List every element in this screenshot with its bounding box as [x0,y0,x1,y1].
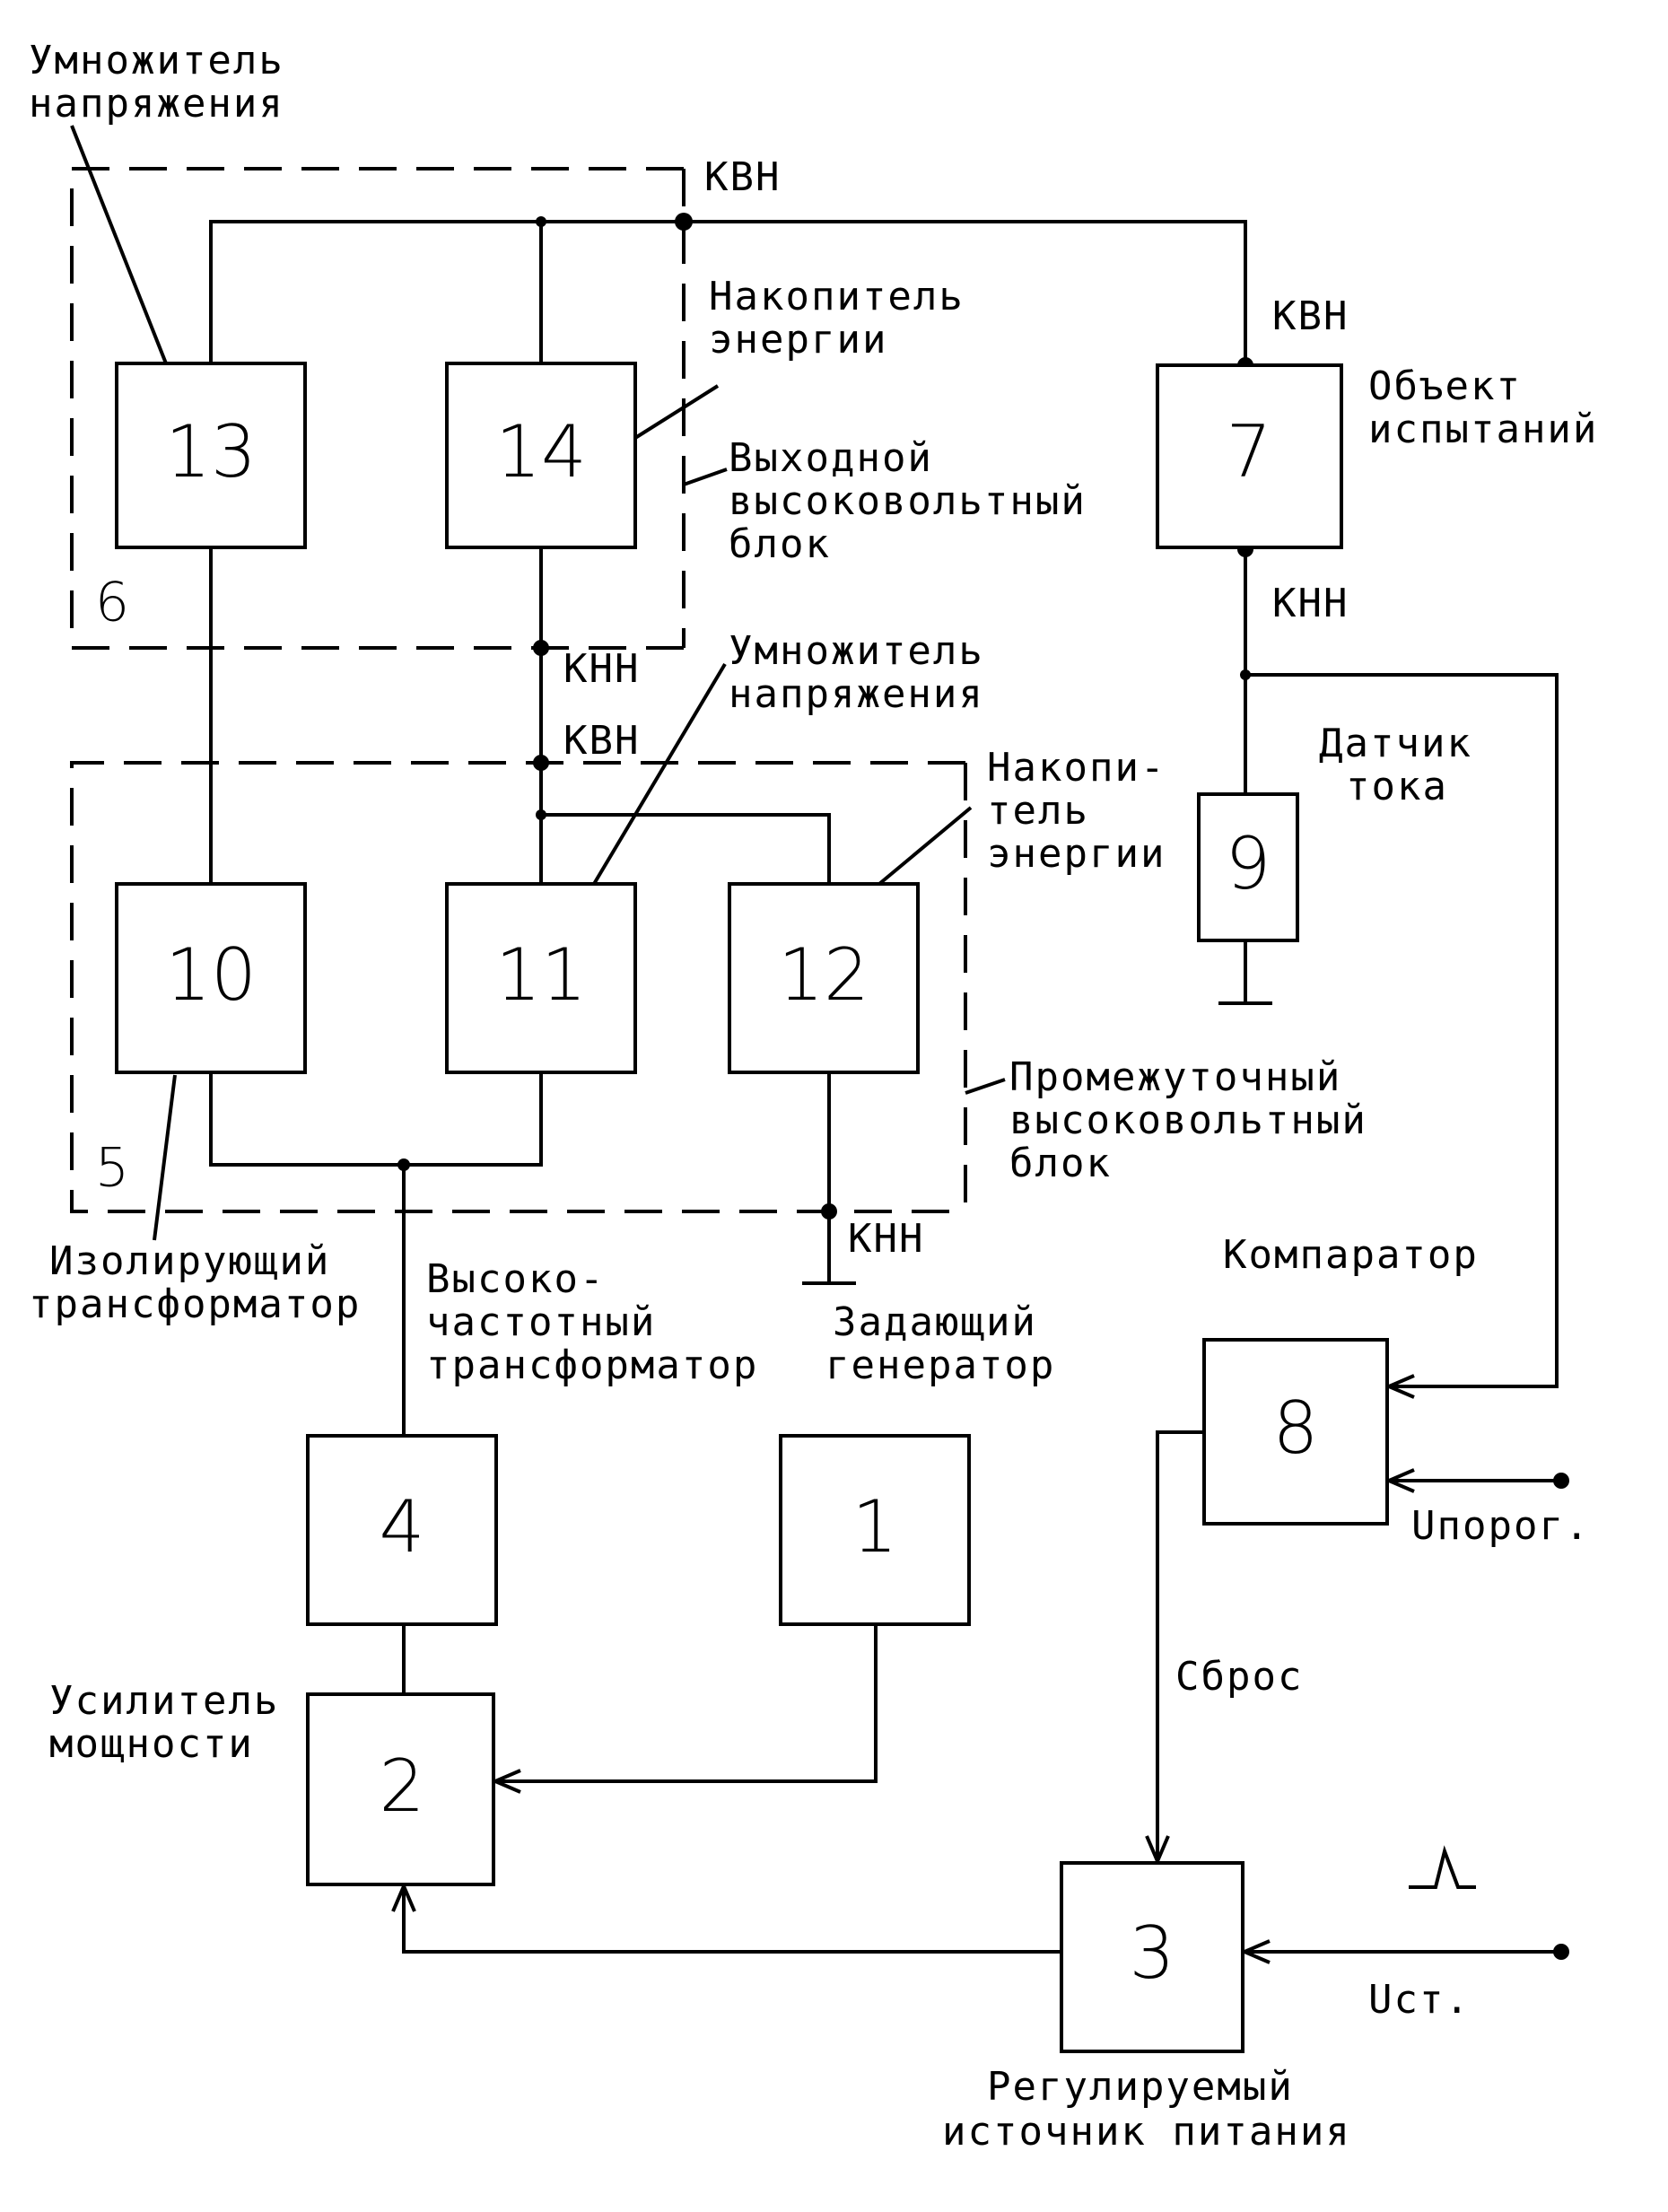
label-output-block-3: блок [729,521,831,567]
label-kvn-top: КВН [704,154,781,200]
label-u-threshold: Uпорог. [1411,1503,1590,1549]
label-comparator: Компаратор [1223,1232,1479,1278]
label-intermediate-block-2: высоковольтный [1009,1097,1367,1143]
svg-text:9: 9 [1226,822,1271,905]
label-master-generator-1: Задающий [833,1299,1037,1345]
label-isolating-1: Изолирующий [49,1238,330,1284]
label-knn-object: КНН [1272,581,1349,626]
block-3: 3 [1061,1863,1243,2051]
label-hf-transformer-1: Высоко- [426,1256,605,1302]
svg-text:4: 4 [380,1485,425,1569]
svg-text:2: 2 [380,1744,425,1828]
svg-text:7: 7 [1227,410,1272,494]
block-8: 8 [1204,1340,1387,1524]
label-hf-transformer-2: частотный [426,1299,656,1345]
label-sensor-2: тока [1346,764,1448,809]
label-kvn-mid: КВН [563,718,640,764]
label-master-generator-2: генератор [825,1342,1055,1388]
svg-text:13: 13 [165,410,257,494]
block-4: 4 [308,1436,496,1624]
label-sensor-1: Датчик [1319,721,1472,766]
block-14: 14 [447,363,635,547]
block-12: 12 [729,884,918,1072]
label-amplifier-2: мощности [49,1721,254,1767]
label-hf-transformer-3: трансформатор [426,1342,758,1388]
label-multiplier-mid-2: напряжения [729,671,984,717]
label-psu-2: источник питания [942,2109,1351,2155]
svg-text:3: 3 [1130,1911,1175,1995]
label-intermediate-block-1: Промежуточный [1009,1054,1341,1100]
label-storage-mid-3: энергии [987,831,1166,877]
block-2: 2 [308,1694,493,1884]
label-output-block-2: высоковольтный [729,478,1087,524]
label-knn-mid: КНН [563,646,640,692]
label-multiplier-top-2: напряжения [29,81,284,127]
label-object-1: Объект [1368,363,1522,409]
block-11: 11 [447,884,635,1072]
block-7: 7 [1157,365,1341,547]
label-storage-mid-2: тель [987,788,1089,834]
label-multiplier-mid-1: Умножитель [729,628,984,674]
svg-text:14: 14 [495,410,587,494]
label-object-2: испытаний [1368,407,1598,452]
label-storage-mid-1: Накопи- [987,745,1166,791]
label-storage-top-2: энергии [709,317,887,363]
label-intermediate-block-3: блок [1009,1141,1112,1186]
svg-text:8: 8 [1273,1386,1319,1470]
label-kvn-object: КВН [1272,293,1349,339]
group-number-6: 6 [95,572,129,634]
svg-text:1: 1 [852,1485,898,1569]
label-amplifier-1: Усилитель [49,1678,279,1724]
svg-text:11: 11 [495,933,587,1017]
block-9: 9 [1199,794,1297,940]
label-psu-1: Регулируемый [987,2064,1294,2110]
svg-text:10: 10 [165,933,257,1017]
label-multiplier-top-1: Умножитель [29,38,284,83]
block-13: 13 [117,363,305,547]
svg-text:12: 12 [778,933,869,1017]
block-10: 10 [117,884,305,1072]
label-output-block-1: Выходной [729,435,933,481]
block-1: 1 [781,1436,969,1624]
label-knn-bottom: КНН [848,1216,924,1262]
label-storage-top-1: Накопитель [709,274,965,319]
label-reset: Сброс [1175,1654,1303,1700]
group-number-5: 5 [95,1137,129,1200]
label-u-set: Uст. [1368,1977,1471,2023]
label-isolating-2: трансформатор [29,1281,361,1327]
